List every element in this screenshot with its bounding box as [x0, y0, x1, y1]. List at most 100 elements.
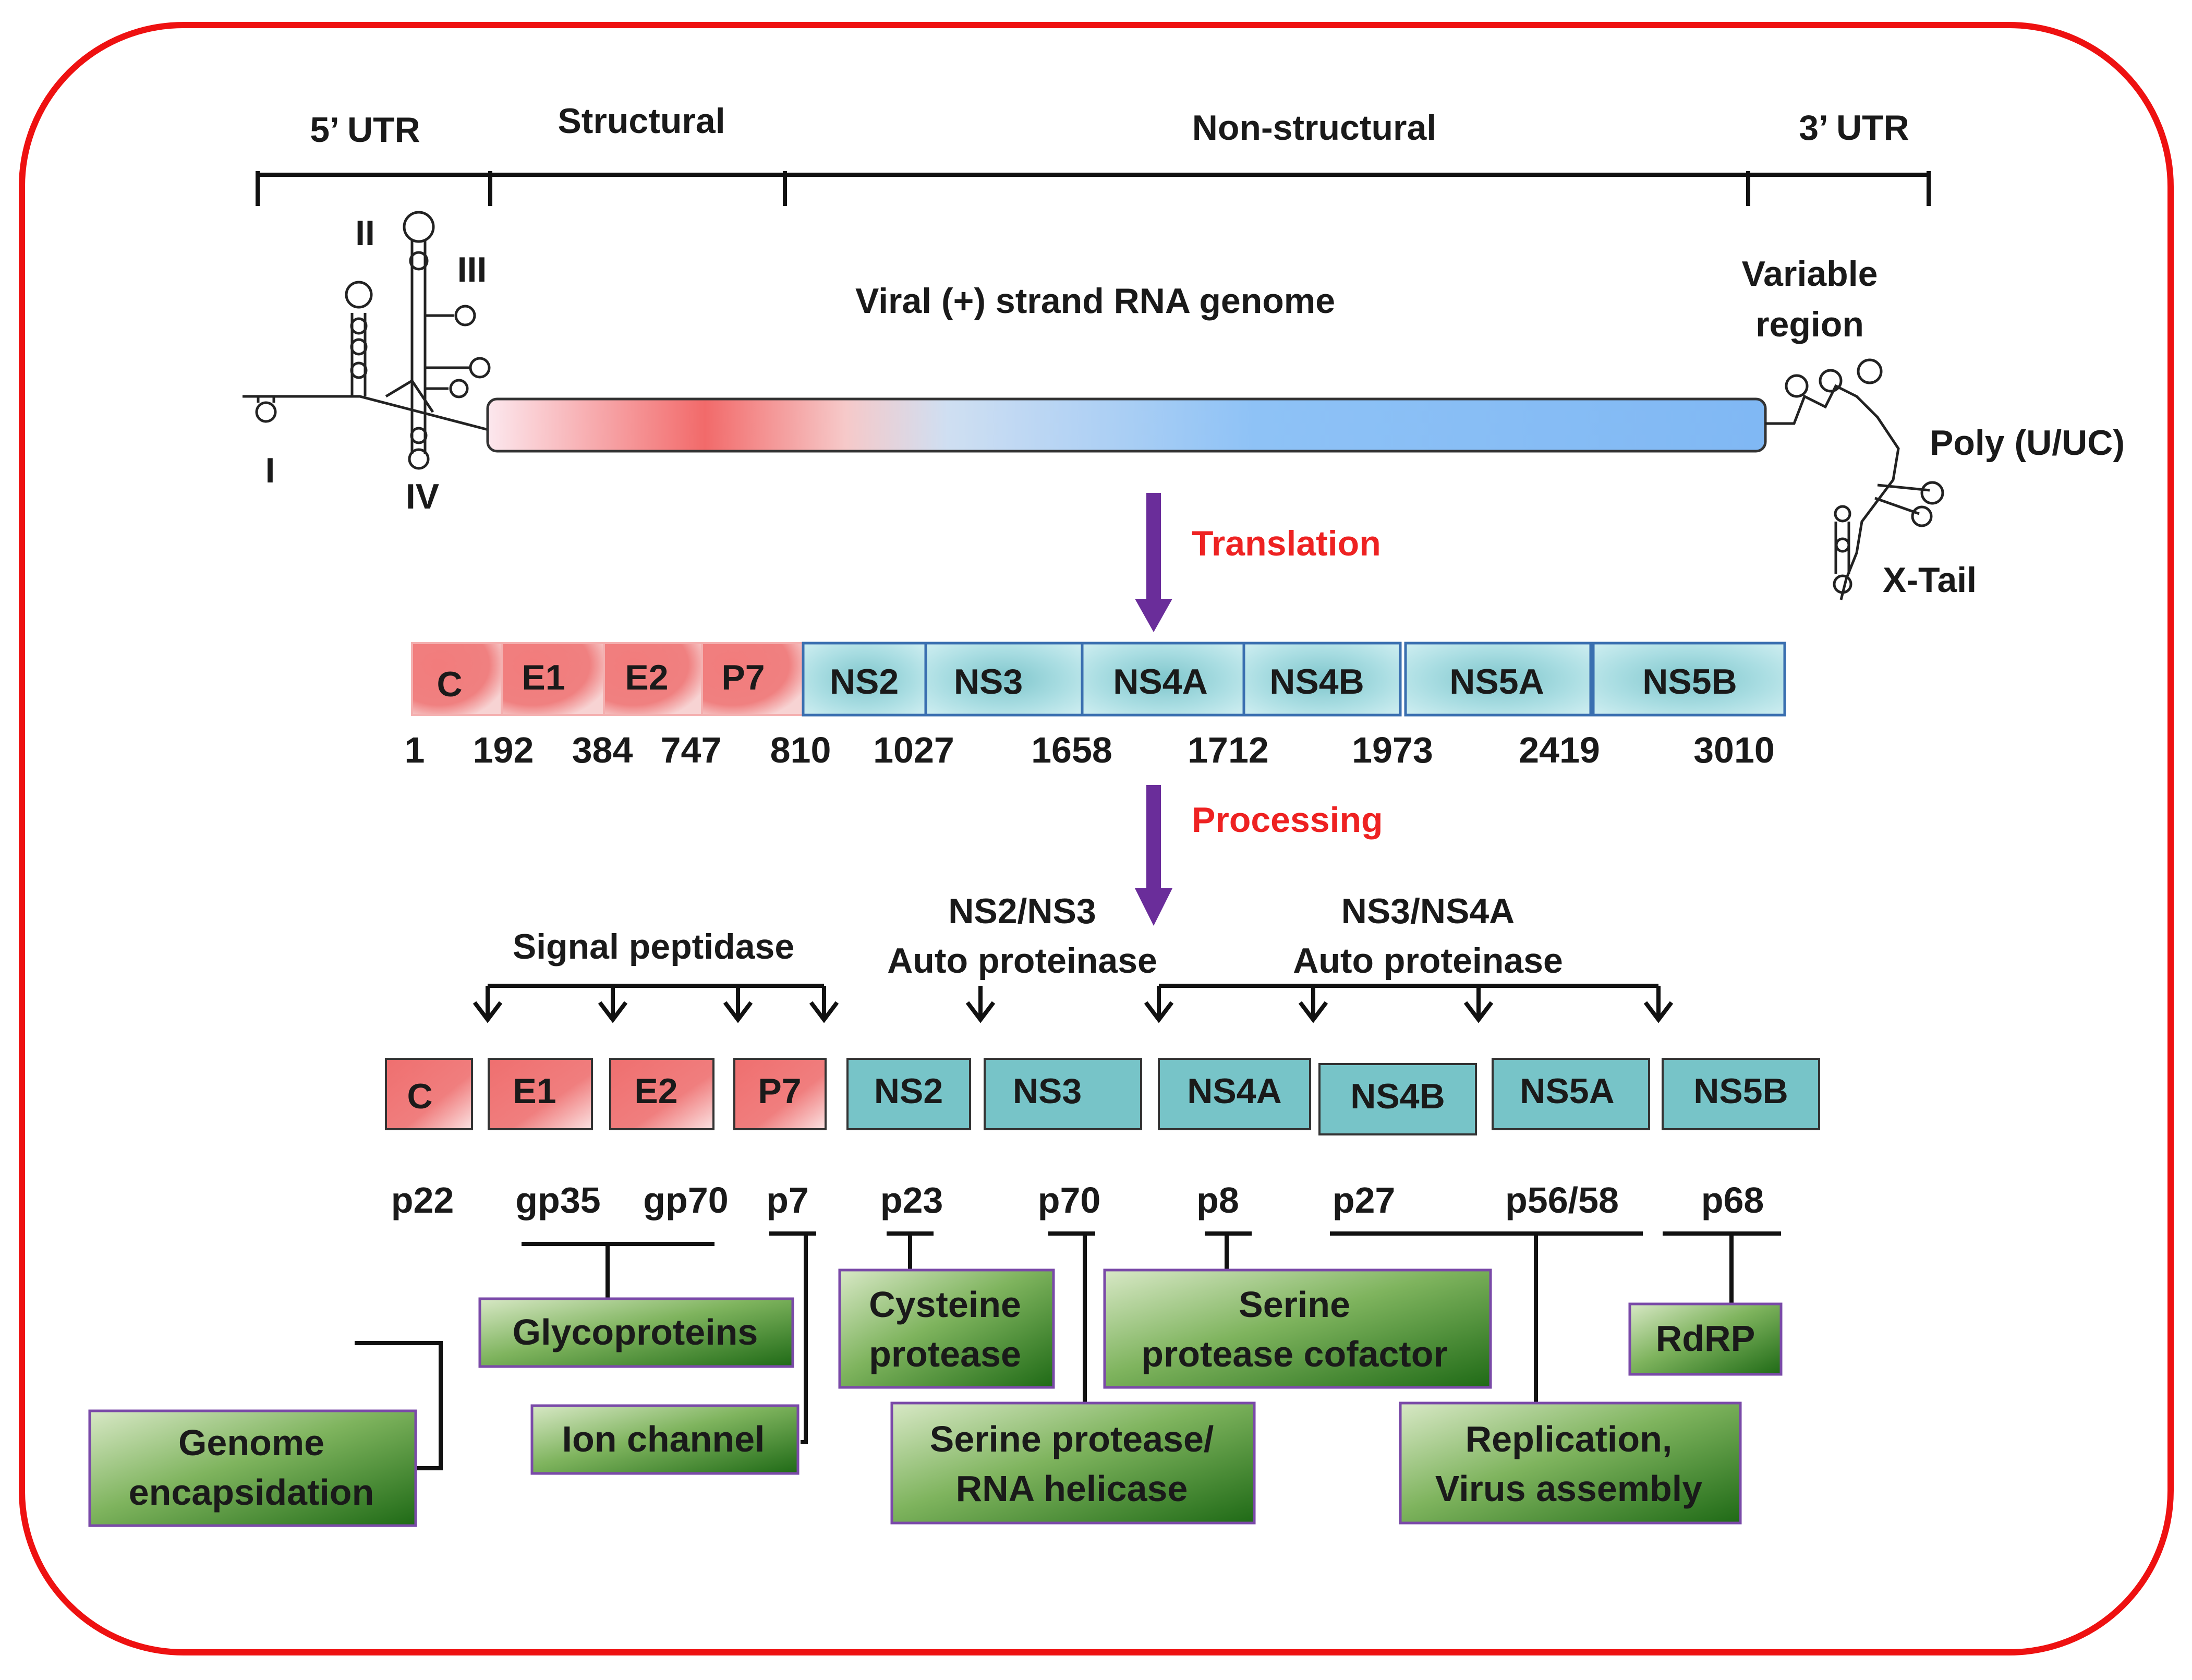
product-label: p27: [1333, 1180, 1396, 1220]
polyprotein-e1-label: E1: [522, 658, 565, 697]
polyprotein-ns3-label: NS3: [954, 662, 1023, 702]
poly-u-uc-label: Poly (U/UC): [1930, 423, 2125, 463]
ns3-ns4a-cleavage-sites: [1144, 984, 1674, 1023]
cysteine-protease-label-1: Cysteine: [869, 1284, 1021, 1325]
polyprotein-ns5b: [1592, 642, 1786, 717]
position-labels: 1 192 384 747 810 1027 1658 1712 1973 24…: [405, 730, 1775, 770]
polyprotein-ns4b-label: NS4B: [1269, 662, 1364, 702]
mature-ns5a-label: NS5A: [1520, 1071, 1614, 1111]
serine-cofactor-label-2: protease cofactor: [1141, 1334, 1447, 1374]
cysteine-protease-label-2: protease: [869, 1334, 1021, 1374]
translation-arrow-icon: [1135, 493, 1172, 632]
polyprotein-ns5a-label: NS5A: [1449, 662, 1544, 702]
product-label: p8: [1196, 1180, 1239, 1220]
mature-ns4a: [1158, 1058, 1311, 1130]
polyprotein-ns2-label: NS2: [830, 662, 899, 702]
mature-p7: [733, 1058, 827, 1130]
function-serine-helicase: [890, 1401, 1256, 1525]
genome-bar: [486, 397, 1767, 453]
mature-e2-label: E2: [634, 1071, 677, 1111]
ires-domain-iii: III: [457, 250, 487, 289]
utr3-structure: [1765, 358, 1944, 600]
function-serine-cofactor: [1103, 1268, 1492, 1389]
polyprotein-c-label: C: [437, 664, 462, 704]
position-label: 1973: [1352, 730, 1433, 770]
variable-region-label-2: region: [1755, 305, 1864, 344]
position-label: 1027: [873, 730, 954, 770]
position-label: 1658: [1031, 730, 1112, 770]
mature-proteins: [385, 1058, 1820, 1135]
mature-ns2: [846, 1058, 971, 1130]
mature-e1-label: E1: [513, 1071, 556, 1111]
mature-ns4a-label: NS4A: [1187, 1071, 1281, 1111]
position-label: 2419: [1519, 730, 1600, 770]
serine-helicase-label-1: Serine protease/: [930, 1419, 1214, 1459]
product-label: p22: [391, 1180, 454, 1220]
mature-ns4b: [1318, 1063, 1477, 1135]
ns3-ns4a-proteinase-label-2: Auto proteinase: [1293, 941, 1563, 981]
ns2-ns3-cleavage-site: [965, 986, 996, 1023]
mature-ns3: [984, 1058, 1142, 1130]
region-bracket: [256, 171, 1931, 206]
signal-peptidase-label: Signal peptidase: [513, 927, 794, 966]
mature-e1: [488, 1058, 593, 1130]
position-label: 1: [405, 730, 425, 770]
polyprotein-e1: [501, 642, 605, 716]
polyprotein-c: [411, 642, 503, 716]
polyprotein-ns4a-label: NS4A: [1113, 662, 1207, 702]
mature-c: [385, 1058, 473, 1130]
ires-structure: [243, 211, 491, 470]
ns2-ns3-proteinase-label-2: Auto proteinase: [887, 941, 1157, 981]
function-boxes: [88, 1268, 1783, 1527]
variable-region-label-1: Variable: [1742, 254, 1878, 294]
mature-ns3-label: NS3: [1013, 1071, 1082, 1111]
processing-label: Processing: [1192, 800, 1383, 840]
polyprotein-ns5a: [1404, 642, 1592, 717]
polyprotein-ns5b-label: NS5B: [1642, 662, 1737, 702]
function-glycoproteins: [478, 1297, 794, 1368]
ires-domain-iv: IV: [406, 477, 439, 516]
product-label: p23: [880, 1180, 943, 1220]
mature-ns4b-label: NS4B: [1350, 1077, 1445, 1116]
glycoproteins-label: Glycoproteins: [513, 1312, 758, 1352]
processing-arrow-icon: [1135, 785, 1172, 926]
polyprotein-ns4b: [1242, 642, 1402, 717]
utr3-label: 3’ UTR: [1799, 108, 1909, 148]
function-cysteine-protease: [838, 1268, 1055, 1389]
polyprotein-p7-label: P7: [721, 658, 765, 697]
signal-peptidase-cleavage-sites: [473, 984, 839, 1023]
function-ion-channel: [530, 1404, 800, 1475]
mature-ns2-label: NS2: [874, 1071, 943, 1111]
ires-domain-i: I: [265, 451, 275, 490]
position-label: 810: [770, 730, 831, 770]
frame-border: [19, 22, 2174, 1655]
product-label: p7: [766, 1180, 809, 1220]
product-label: gp35: [515, 1180, 600, 1220]
mature-ns5a: [1492, 1058, 1650, 1130]
connector-lines: [355, 1231, 1781, 1470]
position-label: 192: [473, 730, 534, 770]
translation-label: Translation: [1192, 524, 1381, 563]
genome-encapsidation-label-2: encapsidation: [129, 1472, 374, 1513]
function-rdrp: [1628, 1302, 1783, 1376]
polyprotein-ns4a: [1081, 642, 1245, 717]
polyprotein-ns3: [924, 642, 1084, 717]
replication-label-2: Virus assembly: [1435, 1468, 1702, 1509]
mature-c-label: C: [407, 1077, 432, 1116]
product-label: gp70: [643, 1180, 728, 1220]
polyprotein-e2-label: E2: [625, 658, 668, 697]
mature-ns5b: [1662, 1058, 1820, 1130]
function-genome-encapsidation: [88, 1409, 417, 1527]
mature-p7-label: P7: [758, 1071, 801, 1111]
nonstructural-label: Non-structural: [1192, 108, 1436, 148]
position-label: 747: [661, 730, 722, 770]
serine-helicase-label-2: RNA helicase: [956, 1468, 1188, 1509]
polyprotein-bar: [411, 642, 1786, 717]
polyprotein-p7: [701, 642, 804, 716]
genome-label: Viral (+) strand RNA genome: [855, 281, 1335, 321]
utr5-label: 5’ UTR: [310, 110, 420, 150]
mature-ns5b-label: NS5B: [1693, 1071, 1788, 1111]
ns2-ns3-proteinase-label-1: NS2/NS3: [948, 891, 1096, 931]
product-labels: p22 gp35 gp70 p7 p23 p70 p8 p27 p56/58 p…: [391, 1180, 1764, 1220]
